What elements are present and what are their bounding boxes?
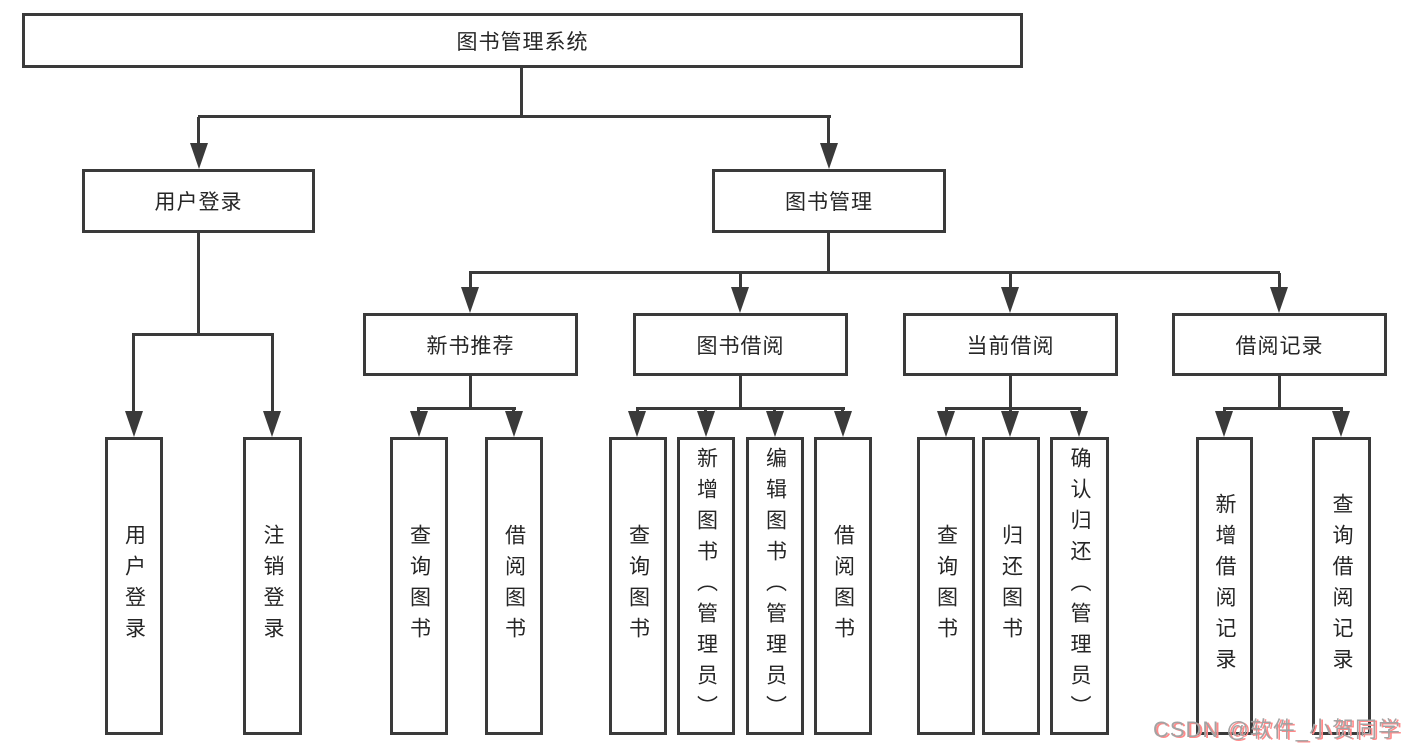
arrow-down-icon <box>1001 411 1019 437</box>
edge-to-login-leaf-stem <box>132 335 135 413</box>
edge-current-borrow-split <box>945 407 1081 410</box>
leaf-label: 查询借阅记录 <box>1330 493 1353 679</box>
node-leaf-confirm-return-admin: 确认归还（管理员） <box>1050 437 1109 735</box>
edge-book-borrow-split <box>636 407 845 410</box>
leaf-label: 查询图书 <box>934 524 958 648</box>
node-leaf-borrow-query: 查询图书 <box>609 437 667 735</box>
node-new-book-rec: 新书推荐 <box>363 313 578 376</box>
arrow-down-icon <box>766 411 784 437</box>
arrow-down-icon <box>190 143 208 169</box>
arrow-down-icon <box>937 411 955 437</box>
node-current-borrow: 当前借阅 <box>903 313 1118 376</box>
edge-to-borrow-records-stem <box>1278 273 1281 289</box>
edge-to-current-borrow-stem <box>1009 273 1012 289</box>
node-leaf-add-book-admin: 新增图书（管理员） <box>677 437 735 735</box>
leaf-label: 查询图书 <box>626 524 650 648</box>
leaf-label: 新增图书（管理员） <box>694 446 718 726</box>
node-leaf-newbook-borrow: 借阅图书 <box>485 437 543 735</box>
node-leaf-borrow-book: 借阅图书 <box>814 437 872 735</box>
node-leaf-current-query: 查询图书 <box>917 437 975 735</box>
node-leaf-return-book: 归还图书 <box>982 437 1040 735</box>
arrow-down-icon <box>461 287 479 313</box>
arrow-down-icon <box>731 287 749 313</box>
edge-user-login-split <box>132 333 274 336</box>
leaf-label: 新增借阅记录 <box>1213 493 1236 679</box>
arrow-down-icon <box>820 143 838 169</box>
arrow-down-icon <box>697 411 715 437</box>
node-leaf-add-record: 新增借阅记录 <box>1196 437 1253 735</box>
edge-current-borrow-stem2 <box>1009 376 1012 407</box>
edge-to-new-book-stem <box>469 273 472 289</box>
leaf-label: 用户登录 <box>122 524 146 648</box>
leaf-label: 借阅图书 <box>831 524 855 648</box>
leaf-label: 确认归还（管理员） <box>1068 446 1091 726</box>
arrow-down-icon <box>1270 287 1288 313</box>
leaf-label: 借阅图书 <box>502 524 526 648</box>
arrow-down-icon <box>125 411 143 437</box>
csdn-watermark: CSDN @软件_小贺同学 <box>1152 717 1401 742</box>
node-leaf-logout: 注销登录 <box>243 437 302 735</box>
arrow-down-icon <box>410 411 428 437</box>
arrow-down-icon <box>834 411 852 437</box>
node-root: 图书管理系统 <box>22 13 1023 68</box>
node-borrow-records: 借阅记录 <box>1172 313 1387 376</box>
edge-root-split <box>198 115 831 118</box>
arrow-down-icon <box>263 411 281 437</box>
edge-book-mgmt-stem <box>827 233 830 273</box>
node-book-borrow: 图书借阅 <box>633 313 848 376</box>
leaf-label: 查询图书 <box>407 524 431 648</box>
arrow-down-icon <box>1215 411 1233 437</box>
edge-borrow-records-stem2 <box>1278 376 1281 407</box>
leaf-label: 归还图书 <box>999 524 1023 648</box>
node-leaf-newbook-query: 查询图书 <box>390 437 448 735</box>
node-leaf-edit-book-admin: 编辑图书（管理员） <box>746 437 804 735</box>
node-book-mgmt-branch: 图书管理 <box>712 169 946 233</box>
edge-book-borrow-stem2 <box>739 376 742 407</box>
node-leaf-query-record: 查询借阅记录 <box>1312 437 1371 735</box>
edge-to-book-mgmt-stem <box>827 117 830 145</box>
node-user-login-branch: 用户登录 <box>82 169 315 233</box>
edge-borrow-records-split <box>1223 407 1343 410</box>
arrow-down-icon <box>1001 287 1019 313</box>
edge-new-book-stem <box>469 376 472 407</box>
leaf-label: 编辑图书（管理员） <box>763 446 787 726</box>
edge-user-login-stem <box>197 233 200 334</box>
arrow-down-icon <box>628 411 646 437</box>
arrow-down-icon <box>505 411 523 437</box>
edge-to-logout-leaf-stem <box>271 335 274 413</box>
arrow-down-icon <box>1070 411 1088 437</box>
edge-root-stem <box>520 68 523 116</box>
edge-new-book-split <box>417 407 516 410</box>
edge-book-mgmt-split <box>469 271 1280 274</box>
edge-to-book-borrow-stem <box>739 273 742 289</box>
edge-to-user-login-stem <box>197 117 200 145</box>
arrow-down-icon <box>1332 411 1350 437</box>
node-leaf-user-login: 用户登录 <box>105 437 163 735</box>
leaf-label: 注销登录 <box>261 524 284 648</box>
